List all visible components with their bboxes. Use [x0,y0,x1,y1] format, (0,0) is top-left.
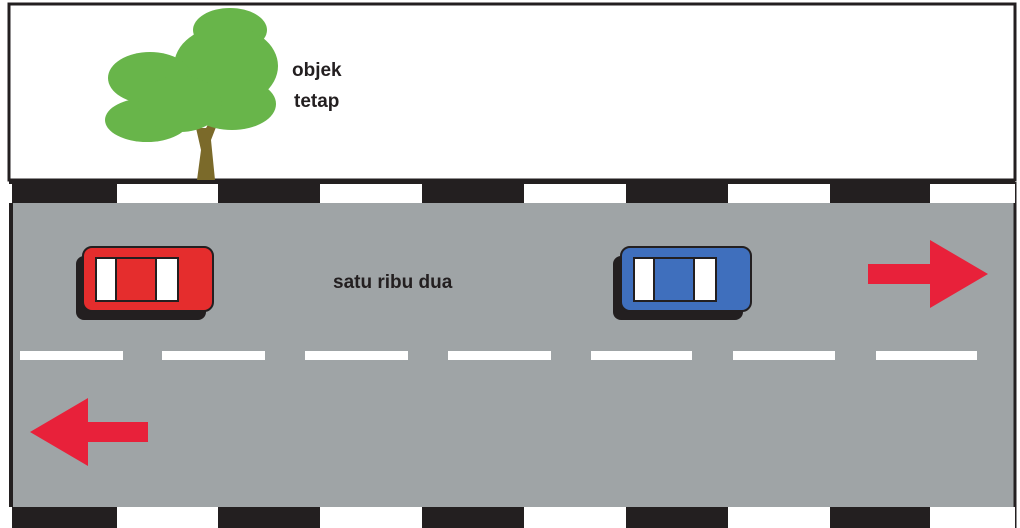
red-car-front-window [155,257,179,302]
bottom-curb [9,507,1015,528]
blue-car [613,246,752,320]
tree [105,8,278,180]
left-arrow [30,398,148,466]
tree-label-line1: objek [292,60,342,81]
blue-car-rear-window [633,257,655,302]
blue-car-front-window [693,257,717,302]
red-car [76,246,214,320]
road-label: satu ribu dua [333,272,453,293]
red-car-rear-window [95,257,117,302]
top-curb [9,180,1015,203]
tree-foliage [105,8,278,142]
right-arrow [868,240,988,308]
lane-divider [20,351,977,360]
tree-label-line2: tetap [294,91,339,112]
tree-trunk [196,118,218,180]
road-surface [9,182,1015,508]
